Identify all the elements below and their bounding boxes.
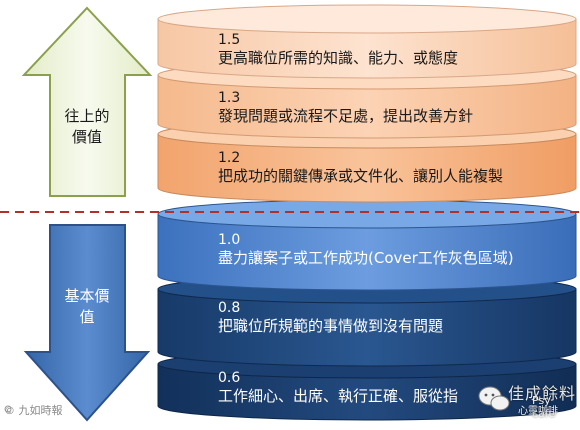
layer-0-8: 0.8 把職位所規範的事情做到沒有問題 (218, 300, 443, 336)
layer-1-3: 1.3 發現問題或流程不足處，提出改善方針 (218, 90, 473, 126)
down-arrow (23, 224, 151, 422)
up-arrow-label-line1: 往上的 (64, 107, 110, 125)
down-arrow-label-line2: 值 (79, 308, 95, 326)
watermark-right: 佳成餘料 Psy cafe 心靈咖啡 (470, 380, 576, 422)
watermark-left: © 九如時報 (4, 404, 63, 417)
layer-0-8-number: 0.8 (218, 300, 241, 316)
up-arrow-label: 往上的 價值 (32, 106, 142, 148)
chat-bubble-icon (478, 386, 510, 411)
layer-1-5: 1.5 更高職位所需的知識、能力、或態度 (218, 32, 458, 68)
layer-1-2-text: 把成功的關鍵傳承或文件化、讓別人能複製 (218, 167, 504, 185)
layer-1-0-text: 盡力讓案子或工作成功(Cover工作灰色區域) (218, 249, 514, 267)
layer-0-6-number: 0.6 (218, 370, 241, 386)
layer-1-5-number: 1.5 (218, 32, 241, 48)
layer-1-2: 1.2 把成功的關鍵傳承或文件化、讓別人能複製 (218, 150, 503, 186)
layer-0-6: 0.6 工作細心、出席、執行正確、服從指 (218, 370, 458, 406)
watermark-right-main: 佳成餘料 (508, 384, 577, 403)
layer-1-0-number: 1.0 (218, 232, 241, 248)
layer-1-5-text: 更高職位所需的知識、能力、或態度 (218, 49, 459, 67)
layer-1-3-text: 發現問題或流程不足處，提出改善方針 (218, 107, 474, 125)
layer-1-2-number: 1.2 (218, 150, 241, 166)
down-arrow-label: 基本價 值 (32, 286, 142, 328)
down-arrow-label-line1: 基本價 (64, 287, 110, 305)
layer-1-3-number: 1.3 (218, 90, 241, 106)
watermark-right-sub: 心靈咖啡 (518, 406, 558, 417)
layer-1-0: 1.0 盡力讓案子或工作成功(Cover工作灰色區域) (218, 232, 514, 268)
layer-0-6-text: 工作細心、出席、執行正確、服從指 (218, 387, 459, 405)
watermark-right-en: Psy cafe (532, 394, 556, 420)
layer-1-5-cylinder (157, 4, 577, 79)
up-arrow-label-line2: 價值 (71, 128, 102, 146)
watermark-logo-icon (4, 405, 12, 413)
layer-0-8-text: 把職位所規範的事情做到沒有問題 (218, 317, 444, 335)
up-arrow (21, 6, 153, 197)
